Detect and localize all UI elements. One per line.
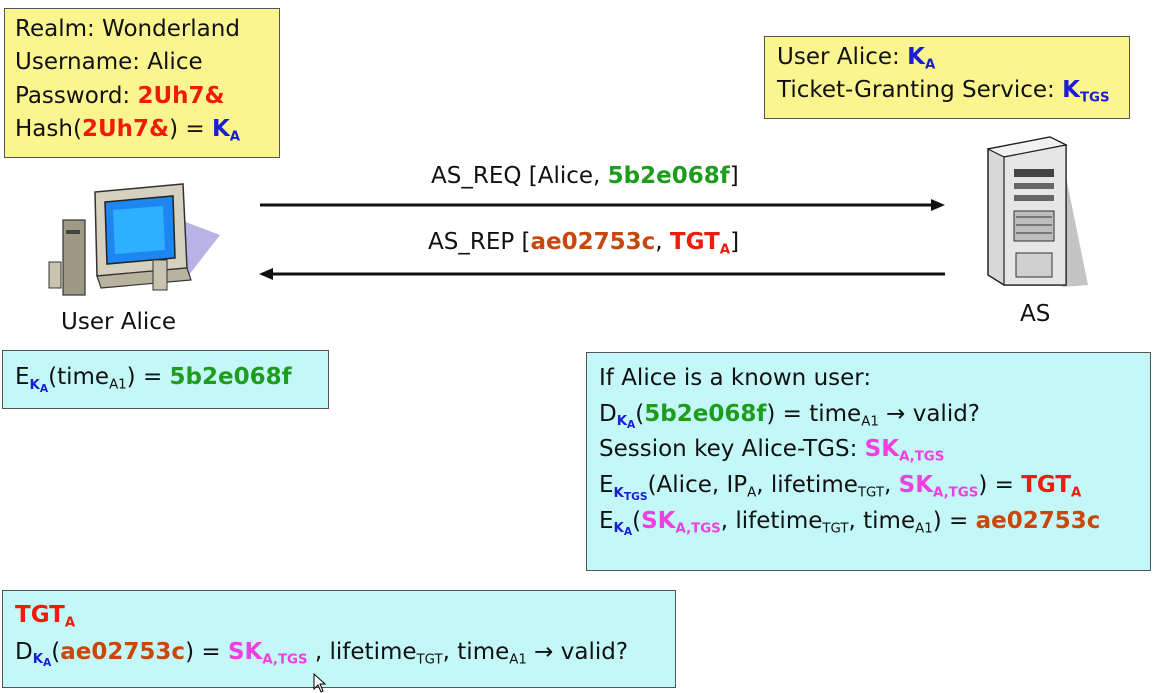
client-label: User Alice <box>61 309 177 335</box>
as-tgs-key-line: Ticket-Granting Service: KTGS <box>777 77 1110 106</box>
as-rep-label: AS_REP [ae02753c, TGTA] <box>428 229 740 258</box>
server-label: AS <box>1020 301 1051 327</box>
username-text: Username: Alice <box>15 49 203 76</box>
mouse-cursor-icon <box>313 673 327 693</box>
as-known-user-line: If Alice is a known user: <box>599 365 872 391</box>
client-credentials-box: Realm: Wonderland Username: Alice Passwo… <box>4 8 280 158</box>
hash-arg: 2Uh7& <box>81 116 170 143</box>
as-req-arrow <box>260 199 945 211</box>
as-reply-line: EKA(SKA,TGS, lifetimeTGT, timeA1) = ae02… <box>599 507 1101 539</box>
realm-text: Realm: Wonderland <box>15 16 240 42</box>
as-req-label: AS_REQ [Alice, 5b2e068f] <box>431 163 739 189</box>
rep-value: ae02753c <box>530 229 656 255</box>
desktop-computer-icon <box>48 183 220 296</box>
client-tgt-line: TGTA <box>15 602 76 631</box>
req-value: 5b2e068f <box>607 163 730 189</box>
client-encrypt-line: EKA(timeA1) = 5b2e068f <box>15 364 292 395</box>
as-session-key-line: Session key Alice-TGS: SKA,TGS <box>599 436 945 465</box>
password-line: Password: 2Uh7& <box>15 80 269 113</box>
as-keys-box: User Alice: KA Ticket-Granting Service: … <box>764 36 1130 119</box>
as-decrypt-line: DKA(5b2e068f) = timeA1 → valid? <box>599 400 981 432</box>
as-user-key-line: User Alice: KA <box>777 44 936 73</box>
server-tower-icon <box>986 136 1088 287</box>
hash-line: Hash(2Uh7&) = KA <box>15 116 241 145</box>
as-rep-arrow <box>259 268 945 280</box>
client-encrypt-box: EKA(timeA1) = 5b2e068f <box>2 350 329 409</box>
key-ka: KA <box>211 116 241 145</box>
password-value: 2Uh7& <box>137 82 225 109</box>
client-decrypt-line: DKA(ae02753c) = SKA,TGS , lifetimeTGT, t… <box>15 638 629 670</box>
client-encrypt-value: 5b2e068f <box>169 364 292 390</box>
password-label: Password: <box>15 82 138 109</box>
as-processing-box: If Alice is a known user: DKA(5b2e068f) … <box>586 352 1151 571</box>
as-tgt-line: EKTGS(Alice, IPA, lifetimeTGT, SKA,TGS) … <box>599 471 1082 503</box>
client-verify-box: TGTA DKA(ae02753c) = SKA,TGS , lifetimeT… <box>2 590 676 688</box>
